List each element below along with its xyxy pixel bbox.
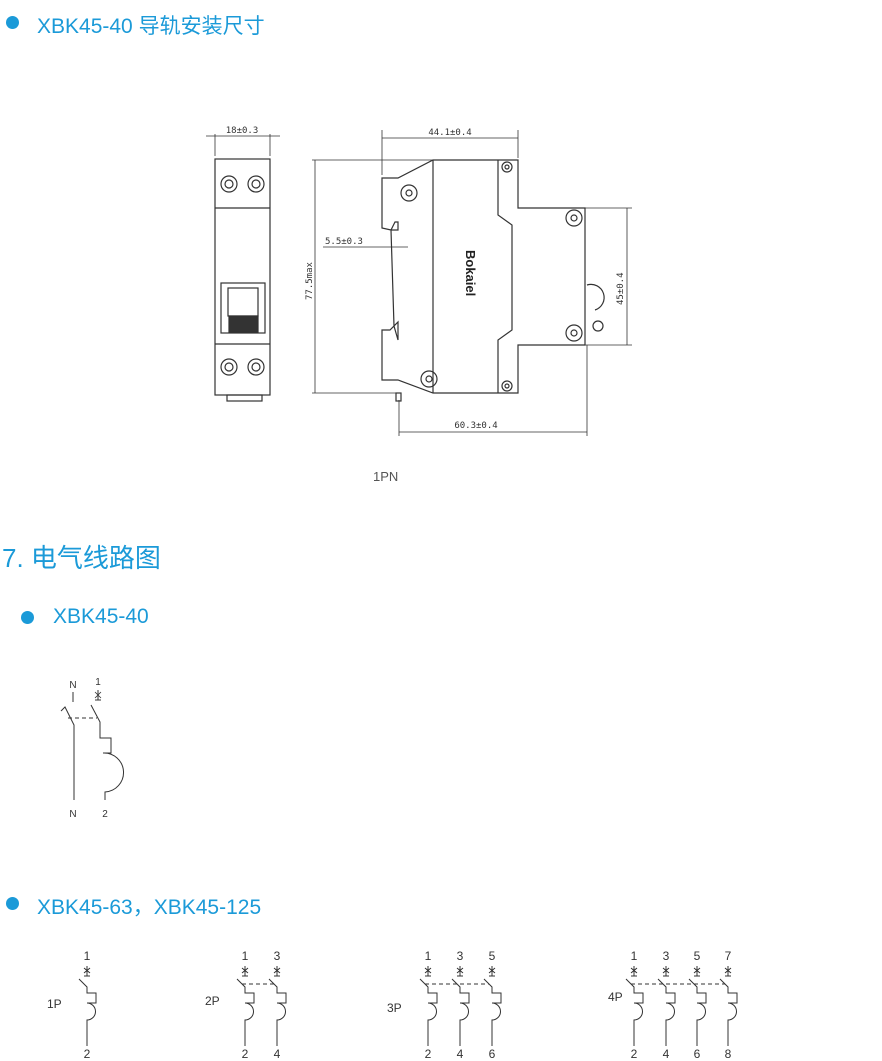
terminal-label: 1 bbox=[242, 949, 249, 963]
terminal-label: 6 bbox=[694, 1047, 701, 1061]
section-heading-xbk45-63: XBK45-63，XBK45-125 bbox=[37, 896, 262, 919]
dim-rail-offset: 5.5±0.3 bbox=[325, 237, 363, 247]
breaker-pole bbox=[268, 966, 287, 1046]
section-heading-wiring: 7. 电气线路图 bbox=[2, 543, 161, 573]
terminal-label: 4 bbox=[457, 1047, 464, 1061]
wiring-diagrams-multipole: 1P 1 2 2P 1 2 3 4 3P 1 2 3 4 5 6 4P 1 2 3 4 5 6 7 8 bbox=[47, 949, 738, 1061]
brand-label: Bokaiel bbox=[463, 250, 478, 296]
breaker-pole bbox=[719, 966, 738, 1046]
wiring-diagram-1pn: N 1 N 2 bbox=[60, 677, 125, 820]
breaker-pole bbox=[78, 966, 97, 1046]
bullet-icon bbox=[21, 611, 34, 624]
section-heading-xbk45-40: XBK45-40 bbox=[53, 605, 149, 628]
breaker-diagram-4p: 4P 1 2 3 4 5 6 7 8 bbox=[608, 949, 738, 1061]
dim-depth-top: 44.1±0.4 bbox=[428, 128, 471, 138]
terminal-label: 1 bbox=[84, 949, 91, 963]
breaker-pole bbox=[657, 966, 676, 1046]
terminal-label: 3 bbox=[274, 949, 281, 963]
terminal-label: 2 bbox=[425, 1047, 432, 1061]
side-view-drawing: Bokaiel 44.1±0.4 60.3±0.4 77.5max 5.5±0.… bbox=[305, 128, 632, 436]
terminal-label: 4 bbox=[663, 1047, 670, 1061]
breaker-pole bbox=[688, 966, 707, 1046]
terminal-label: 1 bbox=[425, 949, 432, 963]
terminal-label: 1 bbox=[95, 677, 101, 688]
terminal-label: 7 bbox=[725, 949, 732, 963]
terminal-label: N bbox=[69, 680, 76, 691]
terminal-label: 5 bbox=[694, 949, 701, 963]
terminal-label: 3 bbox=[663, 949, 670, 963]
terminal-label: 1 bbox=[631, 949, 638, 963]
terminal-label: 3 bbox=[457, 949, 464, 963]
drawing-caption: 1PN bbox=[373, 469, 399, 484]
terminal-label: 2 bbox=[631, 1047, 638, 1061]
pole-count-label: 2P bbox=[205, 994, 220, 1008]
pole-count-label: 4P bbox=[608, 990, 623, 1004]
section-heading-mount: XBK45-40 导轨安装尺寸 bbox=[37, 15, 265, 38]
dim-front-width: 18±0.3 bbox=[226, 126, 259, 136]
bullet-icon bbox=[6, 16, 19, 29]
terminal-label: N bbox=[69, 809, 76, 820]
terminal-label: 2 bbox=[242, 1047, 249, 1061]
dim-height: 77.5max bbox=[305, 261, 315, 300]
breaker-pole bbox=[419, 966, 438, 1046]
breaker-pole bbox=[451, 966, 470, 1046]
terminal-label: 8 bbox=[725, 1047, 732, 1061]
dim-rail-height: 45±0.4 bbox=[616, 272, 626, 305]
pole-count-label: 3P bbox=[387, 1001, 402, 1015]
dim-depth-bottom: 60.3±0.4 bbox=[454, 421, 497, 431]
pole-count-label: 1P bbox=[47, 997, 62, 1011]
front-view-drawing: 18±0.3 bbox=[206, 126, 280, 402]
terminal-label: 4 bbox=[274, 1047, 281, 1061]
terminal-label: 2 bbox=[84, 1047, 91, 1061]
terminal-label: 2 bbox=[102, 809, 108, 820]
breaker-diagram-1p: 1P 1 2 bbox=[47, 949, 97, 1061]
bullet-icon bbox=[6, 897, 19, 910]
terminal-label: 5 bbox=[489, 949, 496, 963]
breaker-pole bbox=[236, 966, 255, 1046]
breaker-diagram-2p: 2P 1 2 3 4 bbox=[205, 949, 287, 1061]
breaker-pole bbox=[483, 966, 502, 1046]
terminal-label: 6 bbox=[489, 1047, 496, 1061]
breaker-diagram-3p: 3P 1 2 3 4 5 6 bbox=[387, 949, 502, 1061]
breaker-pole bbox=[625, 966, 644, 1046]
